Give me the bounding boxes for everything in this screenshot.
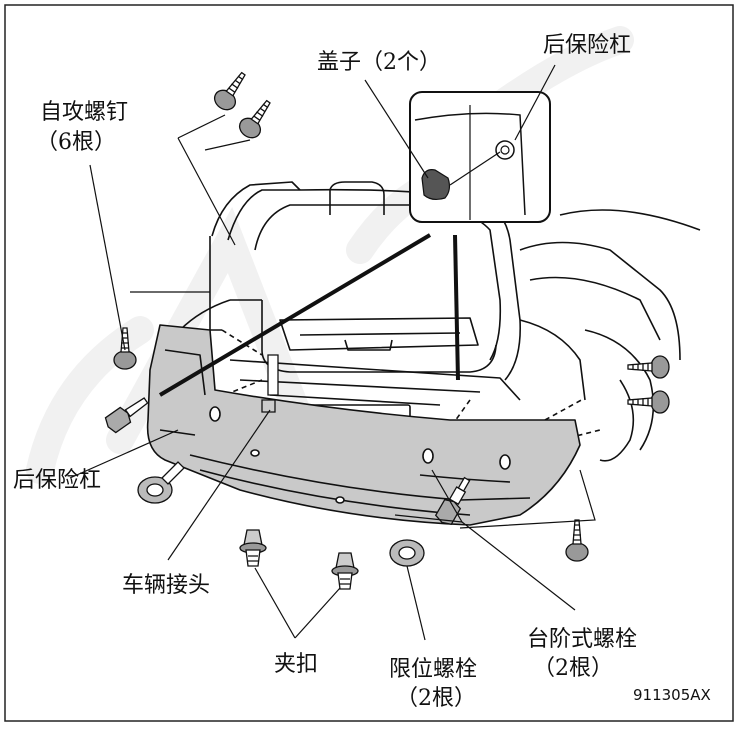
self-tapping-screw-icon	[113, 71, 670, 562]
vehicle-connector-icon	[261, 354, 279, 413]
frame-border	[4, 4, 734, 722]
rear-bumper-top-label: 后保险杠	[543, 33, 632, 58]
limit-bolt-count-label: （2根）	[396, 686, 476, 711]
cover-label: 盖子（2个）	[317, 50, 441, 75]
inset-view	[158, 91, 551, 397]
self-tap-screw-label: 自攻螺钉	[40, 100, 129, 125]
step-bolt-label: 台阶式螺栓	[527, 627, 638, 652]
hex-bolt-icon	[104, 397, 149, 434]
figure-code: 911305AX	[633, 686, 711, 704]
clip-icon	[239, 529, 359, 590]
vehicle-connector-label: 车辆接头	[122, 573, 211, 598]
clip-label: 夹扣	[274, 652, 319, 677]
step-bolt-count-label: （2根）	[533, 656, 613, 681]
self-tap-screw-count-label: （6根）	[36, 130, 116, 155]
rear-bumper-left-label: 后保险杠	[13, 468, 102, 493]
rear-bumper	[146, 324, 581, 526]
step-bolt-icon	[434, 476, 471, 526]
limit-bolt-icon	[137, 461, 425, 567]
leader-lines	[69, 64, 596, 641]
limit-bolt-label: 限位螺栓	[389, 657, 478, 682]
